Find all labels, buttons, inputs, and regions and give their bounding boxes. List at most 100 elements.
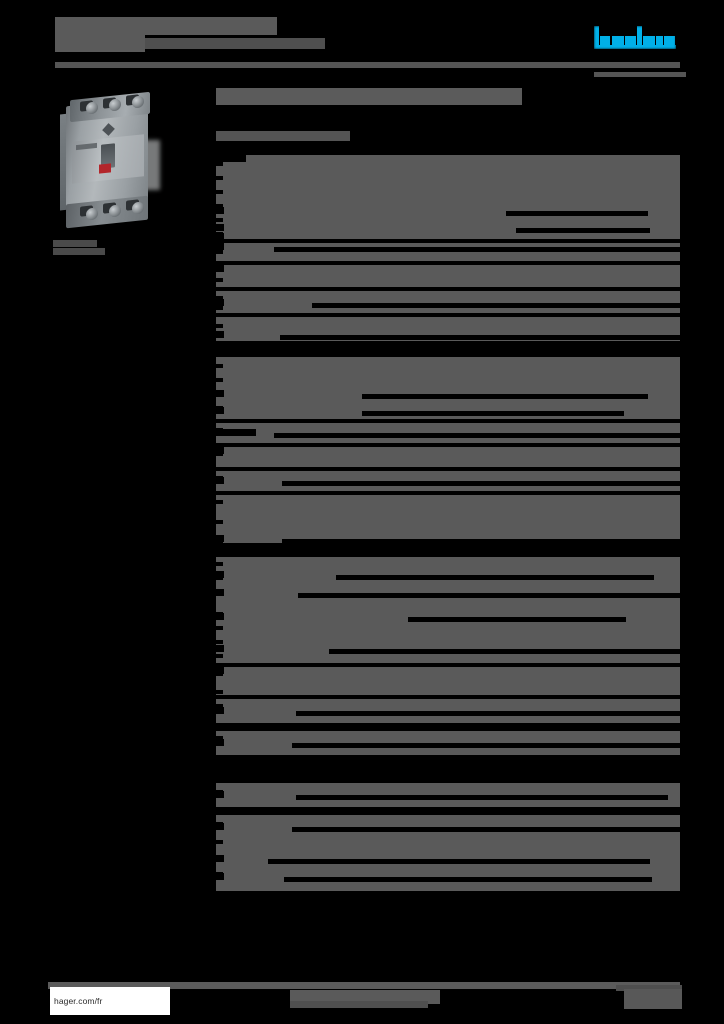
hager-logo — [594, 26, 686, 77]
hager-logo-underline — [594, 72, 686, 77]
spec-row-marker — [216, 268, 223, 272]
spec-row-label — [216, 739, 224, 746]
spec-row-marker — [216, 822, 223, 826]
spec-row-marker — [216, 232, 223, 236]
spec-row-marker — [216, 250, 223, 254]
spec-row-marker — [216, 176, 223, 180]
spec-row-value — [516, 228, 650, 233]
spec-row-value — [336, 575, 654, 580]
spec-row-marker — [216, 428, 223, 432]
spec-row-label — [216, 299, 224, 306]
spec-section — [216, 667, 680, 695]
spec-section — [216, 605, 680, 663]
spec-row-value — [312, 303, 680, 308]
spec-row-marker — [216, 704, 223, 708]
spec-row-label — [216, 243, 224, 250]
document-title-line-2 — [55, 35, 145, 52]
spec-section — [216, 243, 680, 261]
spec-row-marker — [216, 452, 223, 456]
document-title-line-1 — [55, 17, 277, 35]
spec-section — [216, 265, 680, 287]
spec-row-marker — [216, 872, 223, 876]
spec-row-marker — [216, 562, 223, 566]
spec-row-value — [292, 827, 680, 832]
footer-center-text — [290, 990, 440, 1004]
spec-row-marker — [216, 626, 223, 630]
spec-row-marker — [216, 392, 223, 396]
spec-row-marker — [216, 306, 223, 310]
spec-section — [216, 291, 680, 313]
spec-section — [216, 447, 680, 467]
hager-logo-wordmark — [594, 26, 676, 49]
page-number — [624, 989, 682, 1009]
spec-row-value — [280, 335, 680, 340]
spec-row-marker — [216, 378, 223, 382]
spec-row-marker — [216, 612, 223, 616]
spec-row-marker — [216, 334, 223, 338]
spec-row-value — [296, 711, 680, 716]
spec-row-label — [216, 207, 224, 214]
spec-row-marker — [216, 540, 223, 544]
spec-row-label — [216, 823, 224, 830]
spec-row-value — [292, 743, 680, 748]
spec-row-label — [216, 477, 224, 484]
spec-row-marker — [216, 190, 223, 194]
spec-row-value — [362, 411, 624, 416]
spec-row-marker — [216, 840, 223, 844]
spec-row-value — [296, 795, 668, 800]
spec-row-label — [216, 571, 224, 578]
spec-row-label — [216, 429, 256, 436]
product-caption-line-2 — [53, 248, 105, 255]
spec-row-marker — [216, 590, 223, 594]
footer-url-link[interactable]: hager.com/fr — [50, 987, 170, 1015]
document-subtitle — [145, 38, 325, 49]
spec-row-marker — [216, 278, 223, 282]
footer-center-subtext — [290, 1001, 428, 1008]
spec-row-marker — [216, 500, 223, 504]
spec-row-label — [216, 707, 224, 714]
footer-divider — [48, 982, 680, 989]
spec-row-marker — [216, 654, 223, 658]
spec-row-label — [216, 873, 224, 880]
spec-section — [216, 557, 680, 613]
spec-row-marker — [216, 296, 223, 300]
spec-row-value — [298, 593, 680, 598]
spec-row-marker — [216, 756, 223, 760]
spec-row-value — [506, 211, 648, 216]
spec-row-marker — [216, 520, 223, 524]
spec-row-marker — [216, 856, 223, 860]
header-divider — [55, 62, 680, 68]
spec-row-value — [268, 859, 650, 864]
spec-row-marker — [216, 576, 223, 580]
spec-row-marker — [216, 790, 223, 794]
spec-row-value — [274, 433, 680, 438]
product-image — [52, 86, 177, 236]
product-caption-line-1 — [53, 240, 97, 247]
spec-row-label — [216, 224, 224, 231]
footer-url-text: hager.com/fr — [54, 996, 103, 1006]
page-number-shadow — [616, 985, 682, 991]
page-header — [0, 0, 724, 78]
spec-row-value — [408, 617, 626, 622]
spec-row-marker — [216, 476, 223, 480]
spec-row-marker — [216, 690, 223, 694]
spec-row-label — [216, 155, 246, 162]
spec-row-label — [216, 535, 224, 542]
spec-row-label — [216, 645, 224, 652]
spec-row-label — [216, 791, 224, 798]
spec-row-label — [216, 447, 224, 454]
spec-row-value — [282, 481, 680, 486]
spec-section — [216, 357, 680, 419]
page-footer — [0, 960, 724, 1024]
spec-row-marker — [216, 364, 223, 368]
spec-row-label — [216, 613, 224, 620]
spec-row-value — [274, 247, 680, 252]
spec-row-value — [329, 649, 680, 654]
spec-section — [216, 155, 680, 239]
spec-row-marker — [216, 324, 223, 328]
page-subtitle — [216, 131, 350, 141]
page-title — [216, 88, 522, 105]
spec-row-value — [282, 539, 680, 544]
